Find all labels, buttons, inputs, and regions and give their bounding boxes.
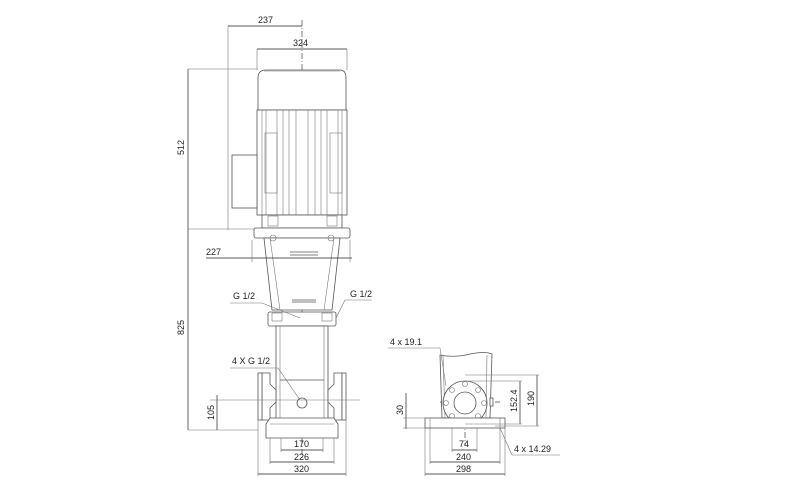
vent-left-label: G 1/2 — [233, 291, 255, 301]
dim-30: 30 — [395, 405, 405, 415]
front-view: 237 324 512 825 227 G 1/2 G 1/2 4 X G 1/… — [176, 15, 372, 476]
dim-74: 74 — [459, 439, 469, 449]
dim-170: 170 — [294, 439, 309, 449]
dim-324: 324 — [293, 38, 308, 48]
bolt-holes-base-label: 4 x 14.29 — [514, 444, 551, 454]
dim-237: 237 — [258, 15, 273, 25]
dim-298: 298 — [456, 464, 471, 474]
drain-label: 4 X G 1/2 — [232, 356, 270, 366]
dim-227: 227 — [206, 247, 221, 257]
side-view: 4 x 19.1 152.4 190 30 74 240 298 4 — [388, 337, 560, 476]
dim-226: 226 — [294, 452, 309, 462]
dim-320: 320 — [294, 464, 309, 474]
vent-right-label: G 1/2 — [350, 289, 372, 299]
dim-825: 825 — [176, 320, 186, 335]
dim-240: 240 — [456, 452, 471, 462]
dim-152-4: 152.4 — [509, 389, 519, 412]
dim-105: 105 — [206, 405, 216, 420]
dim-190: 190 — [526, 391, 536, 406]
dim-512: 512 — [176, 140, 186, 155]
bolt-holes-top-label: 4 x 19.1 — [390, 337, 422, 347]
